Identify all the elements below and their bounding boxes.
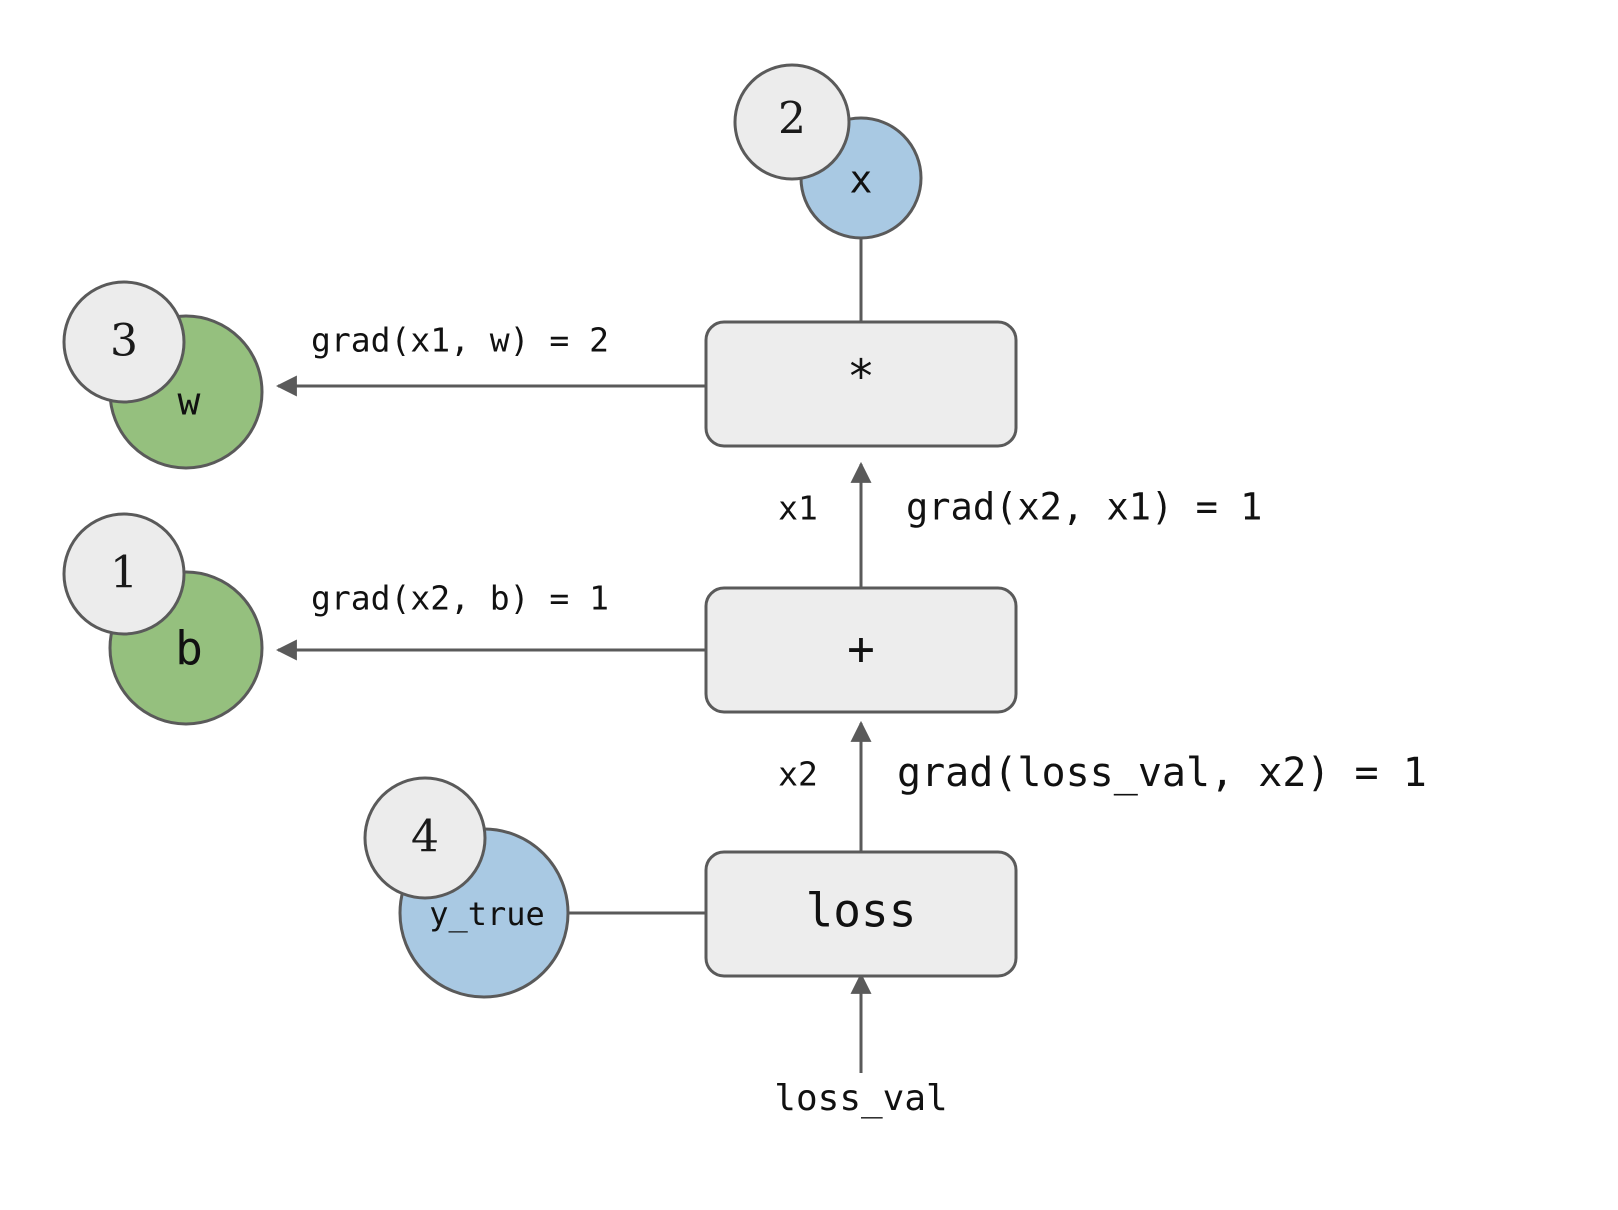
op-node-loss[interactable]: loss: [704, 850, 1018, 978]
grad-label-x1-w: grad(x1, w) = 2: [311, 321, 609, 360]
op-node-mul[interactable]: *: [704, 320, 1018, 448]
var-node-w[interactable]: 3 w: [62, 280, 264, 470]
var-node-x[interactable]: 2 x: [733, 63, 923, 240]
badge-label-w: 3: [110, 316, 138, 367]
var-label-w: w: [178, 380, 201, 424]
var-label-ytrue: y_true: [429, 895, 545, 933]
op-box-mul-label: *: [847, 350, 875, 404]
op-box-add-shape: [704, 586, 1018, 714]
badge-circle-w: [62, 280, 186, 404]
badge-label-ytrue: 4: [411, 812, 439, 863]
flow-label-x2: x2: [778, 755, 818, 794]
badge-circle-b: [62, 512, 186, 636]
grad-label-x2-x1: grad(x2, x1) = 1: [906, 486, 1262, 529]
op-box-loss-label: loss: [806, 884, 917, 938]
op-box-add-label: +: [847, 622, 875, 676]
badge-circle-ytrue: [363, 776, 487, 900]
var-node-b[interactable]: 1 b: [62, 512, 264, 726]
op-node-add[interactable]: +: [704, 586, 1018, 714]
flow-label-lossval: loss_val: [774, 1078, 947, 1119]
grad-label-x2-b: grad(x2, b) = 1: [311, 579, 609, 618]
badge-label-b: 1: [110, 548, 138, 599]
op-box-loss-shape: [704, 850, 1018, 978]
grad-label-lossval-x2: grad(loss_val, x2) = 1: [897, 750, 1427, 796]
flow-label-x1: x1: [778, 489, 818, 528]
badge-label-x: 2: [778, 94, 806, 145]
op-box-mul-shape: [704, 320, 1018, 448]
var-node-ytrue[interactable]: 4 y_true: [363, 776, 570, 999]
var-label-x: x: [850, 158, 873, 202]
badge-circle-x: [733, 63, 851, 181]
var-label-b: b: [175, 622, 203, 676]
